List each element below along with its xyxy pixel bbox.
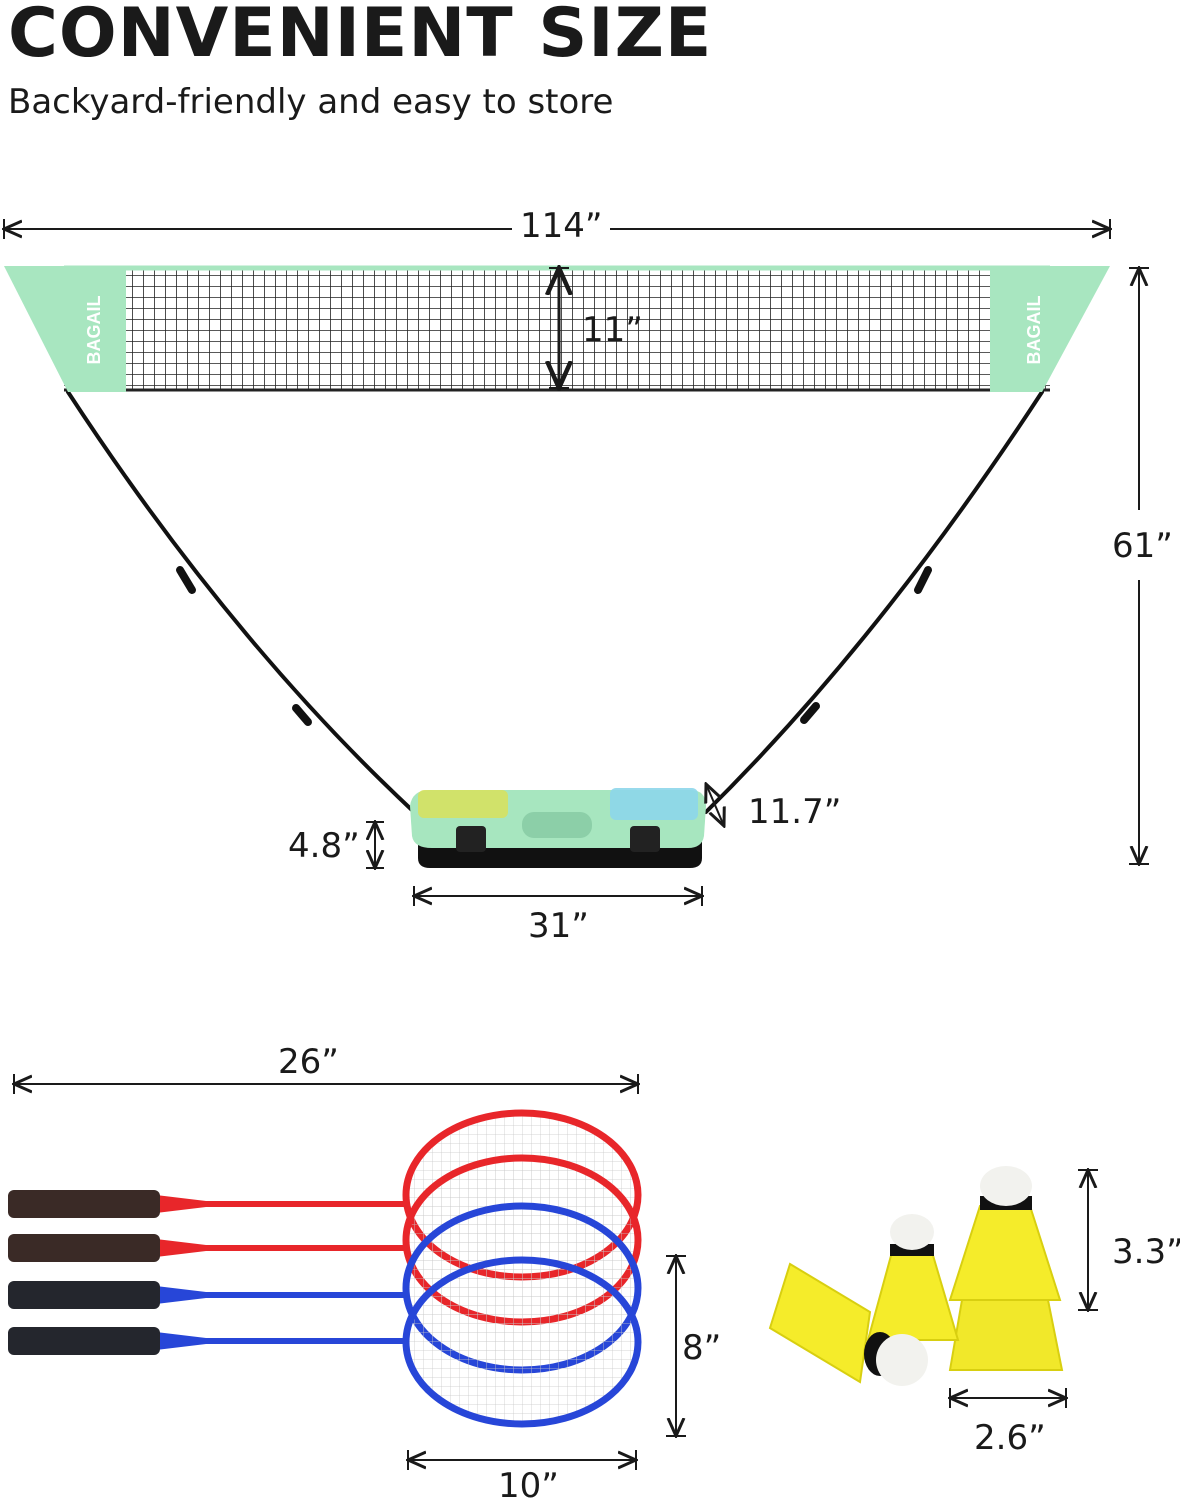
net-poles [66, 390, 1044, 814]
base-depth-label: 11.7” [742, 792, 848, 832]
net-height-label: 11” [582, 310, 643, 350]
brand-logo-left: BAGAIL [84, 296, 104, 365]
net-width-dimension-line [4, 219, 1110, 239]
racket-blue-2 [8, 1256, 642, 1428]
brand-logo-right: BAGAIL [1024, 296, 1044, 365]
shuttle-height-label: 3.3” [1106, 1232, 1180, 1272]
base-depth-dimension-line [706, 784, 724, 826]
racket-head-width-label: 10” [492, 1466, 565, 1506]
total-height-dimension-line [1129, 268, 1149, 864]
shuttlecock-right [948, 1166, 1064, 1371]
racket-length-label: 26” [272, 1042, 345, 1082]
net-width-label: 114” [514, 206, 609, 246]
page-title: CONVENIENT SIZE [8, 0, 713, 73]
net-base [410, 788, 706, 868]
base-width-label: 31” [522, 906, 595, 946]
shuttlecock-middle [866, 1214, 960, 1341]
base-height-label: 4.8” [282, 826, 366, 866]
shuttlecock-lying [768, 1262, 928, 1386]
badminton-net: BAGAIL BAGAIL [4, 265, 1110, 392]
racket-head-height-label: 8” [682, 1328, 722, 1368]
page-subtitle: Backyard-friendly and easy to store [8, 82, 614, 122]
shuttle-width-label: 2.6” [968, 1418, 1052, 1458]
total-height-label: 61” [1106, 526, 1179, 566]
